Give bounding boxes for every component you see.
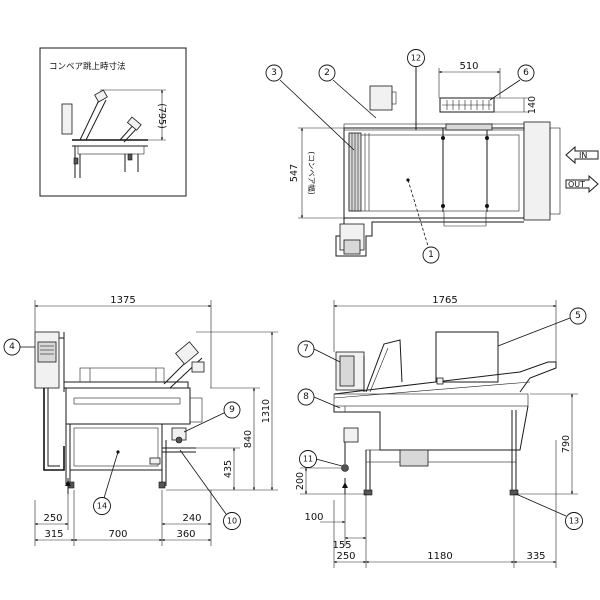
right-elevation: 1765 790 200 100 155 250 1180 335 <box>295 295 578 568</box>
in-arrow-icon <box>565 145 599 165</box>
left-dim-1310: 1310 <box>261 399 272 423</box>
callout-13-label: 13 <box>569 517 579 526</box>
callout-9-label: 9 <box>229 405 235 415</box>
right-dim-100: 100 <box>304 512 323 523</box>
callout-4-label: 4 <box>9 342 15 352</box>
callout-3-label: 3 <box>271 68 277 78</box>
top-filter-panel <box>439 97 495 113</box>
right-dim-335: 335 <box>526 551 545 562</box>
callout-6-label: 6 <box>523 68 529 78</box>
right-dim-200: 200 <box>295 472 306 490</box>
callout-9 <box>223 401 241 419</box>
inset-frame <box>39 47 187 197</box>
left-dim-840: 840 <box>243 430 254 448</box>
right-dim-250: 250 <box>336 551 355 562</box>
callout-1-label: 1 <box>428 250 434 260</box>
top-slats <box>348 132 370 212</box>
callout-6 <box>517 64 535 82</box>
callout-5 <box>569 307 587 325</box>
callout-2 <box>318 64 336 82</box>
left-dim-250: 250 <box>43 513 62 524</box>
callout-10 <box>223 512 241 530</box>
callout-8-label: 8 <box>303 392 309 402</box>
inset-machine <box>61 89 148 178</box>
left-dim-360: 360 <box>176 529 195 540</box>
left-dim-700: 700 <box>108 529 127 540</box>
out-arrow-icon <box>565 174 599 194</box>
top-dim-conveyor-label: (コンベア幅) <box>307 151 317 194</box>
left-dim-240: 240 <box>182 513 201 524</box>
left-dim-315: 315 <box>44 529 63 540</box>
callout-3 <box>265 64 283 82</box>
left-dim-1375: 1375 <box>110 295 135 306</box>
inset-title: コンベア跳上時寸法 <box>49 61 126 72</box>
top-dim-547: 547 <box>289 164 300 182</box>
inset-dim-795: (795) <box>156 103 167 129</box>
callout-1 <box>422 246 440 264</box>
right-dim-790: 790 <box>561 435 572 453</box>
right-dim-155: 155 <box>332 540 351 551</box>
callout-12-label: 12 <box>411 54 421 63</box>
callout-11 <box>299 450 317 468</box>
right-dim-1180: 1180 <box>427 551 452 562</box>
callout-14 <box>93 497 111 515</box>
callout-7 <box>297 340 315 358</box>
callout-7-label: 7 <box>303 344 309 354</box>
callout-2-label: 2 <box>324 68 330 78</box>
callout-10-label: 10 <box>227 517 237 526</box>
in-label: IN <box>579 151 587 160</box>
top-control-box <box>369 85 393 111</box>
callout-8 <box>297 388 315 406</box>
callout-13 <box>565 512 583 530</box>
top-view: IN OUT 510 140 547 (コンベア幅) <box>289 61 599 257</box>
inset-view: コンベア跳上時寸法 (795) <box>39 47 187 197</box>
top-dim-510: 510 <box>459 61 478 72</box>
top-dim-140: 140 <box>527 96 538 114</box>
callout-14-label: 14 <box>97 502 107 511</box>
callout-12 <box>407 49 425 67</box>
callout-11-label: 11 <box>303 455 313 464</box>
callout-4 <box>3 338 21 356</box>
left-dim-435: 435 <box>223 460 234 478</box>
out-label: OUT <box>568 180 585 189</box>
callouts: 1 2 3 4 5 6 7 8 9 10 <box>3 49 587 530</box>
top-conveyor-body <box>343 127 525 219</box>
right-exhaust-hood <box>435 331 499 383</box>
filter-grid <box>442 100 492 110</box>
callout-5-label: 5 <box>575 311 581 321</box>
right-dim-1765: 1765 <box>432 295 457 306</box>
left-elevation: 1375 1310 840 435 250 240 315 700 360 <box>34 295 278 546</box>
